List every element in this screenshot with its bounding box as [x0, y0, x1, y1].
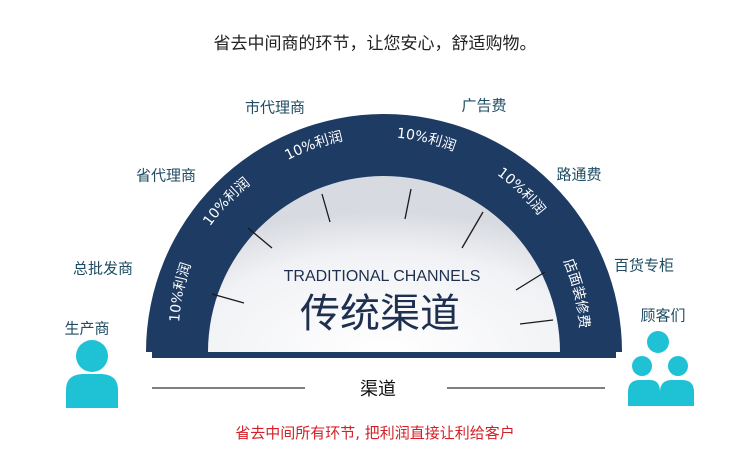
node-provincial-agent: 省代理商 — [135, 166, 197, 185]
arch-divider-lines — [211, 188, 554, 325]
center-subtitle: TRADITIONAL CHANNELS — [284, 268, 481, 285]
person-icon — [66, 340, 118, 408]
node-channel-fee: 路通费 — [556, 165, 602, 184]
node-advertising: 广告费 — [461, 96, 507, 115]
node-city-agent: 市代理商 — [244, 98, 306, 117]
node-wholesaler: 总批发商 — [72, 259, 134, 278]
center-title: 传统渠道 — [300, 291, 460, 337]
node-customers: 顾客们 — [640, 306, 686, 325]
base-label: 渠道 — [360, 379, 396, 400]
node-producer: 生产商 — [64, 319, 110, 338]
headline: 省去中间商的环节，让您安心，舒适购物。 — [213, 34, 537, 54]
group-icon — [628, 331, 694, 406]
arch-inner-area — [208, 176, 560, 352]
footnote: 省去中间所有环节, 把利润直接让利给客户 — [235, 424, 515, 442]
node-department-store: 百货专柜 — [613, 256, 675, 275]
